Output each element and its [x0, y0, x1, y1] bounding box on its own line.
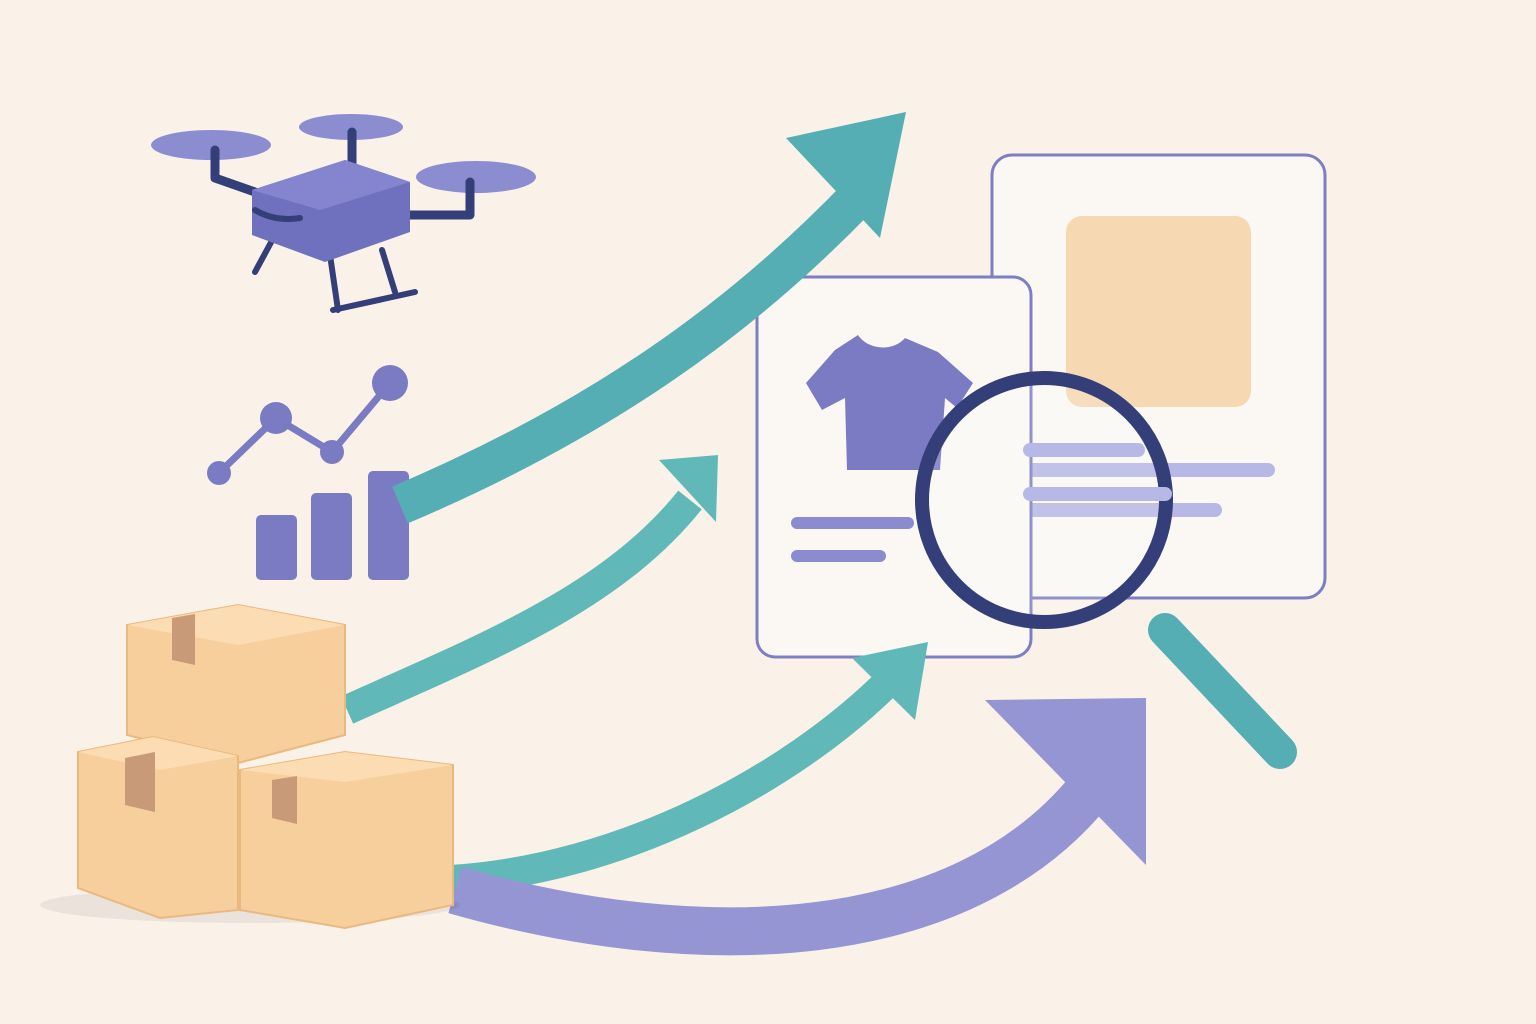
- line-chart-point-1: [207, 461, 231, 485]
- tshirt-icon: [806, 335, 973, 470]
- growth-arrow-top-head: [786, 112, 906, 238]
- product-card-front: [755, 275, 1033, 659]
- line-chart-point-2: [260, 402, 292, 434]
- bar-chart-bar-2: [311, 493, 352, 580]
- box-right-lid: [240, 752, 453, 782]
- growth-arrow-top-shaft: [392, 181, 875, 524]
- drone-icon: [151, 114, 536, 313]
- line-chart-point-4: [372, 365, 408, 401]
- box-left-lid: [78, 737, 238, 770]
- line-chart-path: [216, 380, 393, 476]
- drone-landing-gear: [327, 247, 418, 313]
- growth-arrow-middle-head: [659, 455, 718, 522]
- line-chart-point-3: [320, 440, 344, 464]
- growth-arrow-middle-shaft: [340, 490, 702, 724]
- box-right-tape: [272, 776, 297, 824]
- line-chart-icon: [207, 365, 408, 485]
- box-bottom-left: [77, 735, 239, 920]
- growth-arrow-bottom-shaft: [448, 774, 1109, 956]
- drone-rotor-top: [299, 114, 403, 140]
- bar-chart-bar-1: [256, 515, 297, 580]
- bar-chart-icon: [256, 471, 409, 580]
- drone-body-top: [252, 160, 410, 210]
- magnifier-icon: [915, 371, 1297, 769]
- box-top-tape: [172, 614, 195, 665]
- box-left-tape: [125, 752, 155, 812]
- drone-arm-right: [378, 177, 475, 220]
- boxes-icon: [40, 603, 460, 930]
- drone-rotor-left: [151, 130, 271, 160]
- growth-arrow-bottom-head: [985, 698, 1146, 865]
- box-top-lid: [127, 605, 345, 645]
- growth-arrow-lower-head: [852, 642, 928, 720]
- growth-arrows: [340, 112, 1146, 956]
- card-back-image-placeholder: [1066, 216, 1251, 407]
- drone-rotor-right: [416, 161, 536, 193]
- drone-arm-left: [210, 145, 260, 197]
- magnifier-handle: [1148, 613, 1297, 769]
- growth-arrow-lower-shaft: [449, 669, 901, 895]
- drone-body-detail: [252, 207, 303, 222]
- box-bottom-right: [239, 750, 454, 930]
- box-top: [126, 603, 346, 765]
